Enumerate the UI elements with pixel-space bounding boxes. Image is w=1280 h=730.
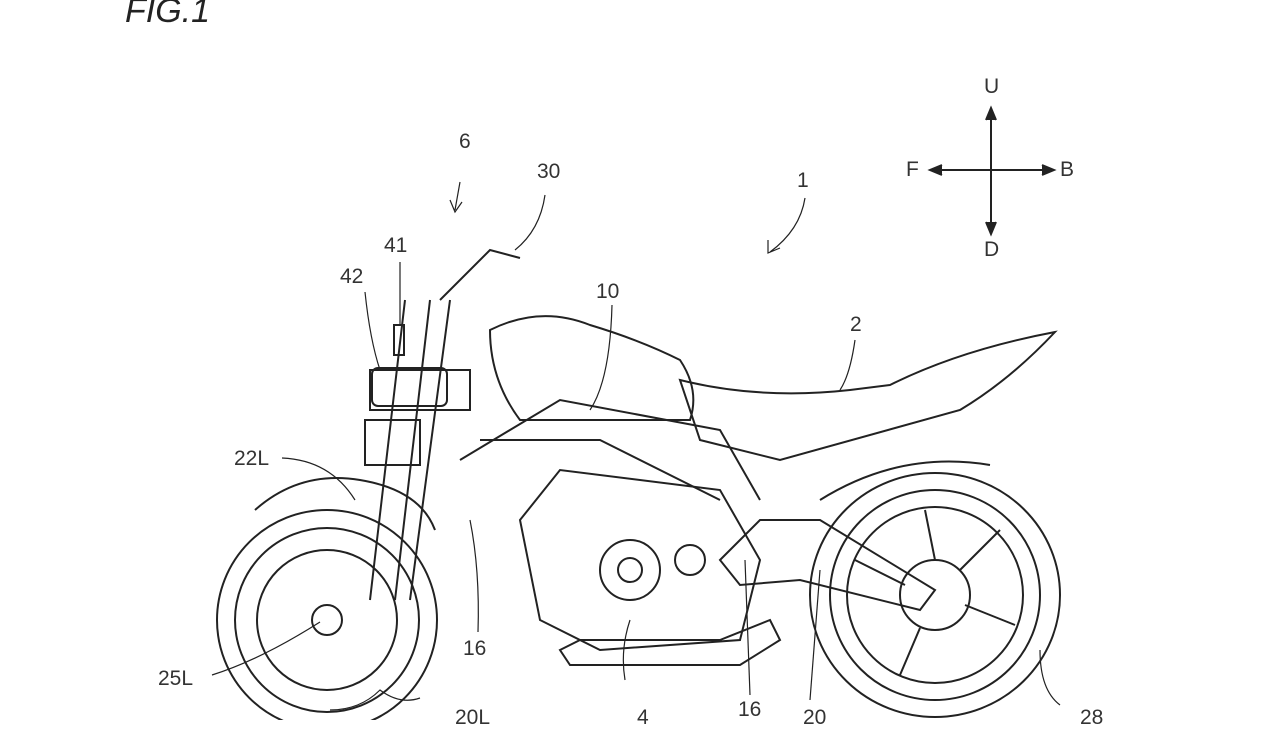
front-fork	[364, 299, 471, 601]
label-30: 30	[537, 160, 561, 183]
seat-tail	[678, 330, 1058, 462]
rear-wheel	[809, 472, 1061, 718]
front-wheel	[216, 509, 438, 720]
label-25L: 25L	[158, 667, 194, 690]
label-22L: 22L	[234, 447, 270, 470]
label-41: 41	[384, 234, 408, 257]
label-20L: 20L	[455, 706, 491, 729]
swingarm	[718, 519, 937, 612]
headlight	[371, 367, 448, 407]
label-16-b: 16	[738, 698, 762, 721]
frame	[459, 398, 761, 501]
direction-front-label: F	[906, 158, 919, 181]
label-42: 42	[340, 265, 364, 288]
label-20: 20	[803, 706, 827, 729]
front-fender	[254, 477, 436, 531]
engine	[518, 468, 782, 666]
rear-fender	[819, 460, 991, 501]
label-2: 2	[850, 313, 862, 336]
direction-back-label: B	[1060, 158, 1075, 181]
sensor-41	[393, 324, 405, 356]
direction-up-label: U	[984, 75, 1000, 98]
direction-indicator	[927, 105, 1057, 237]
label-4: 4	[637, 706, 649, 729]
figure-title: FIG.1	[125, 0, 211, 30]
label-16-a: 16	[463, 637, 487, 660]
direction-down-label: D	[984, 238, 1000, 261]
label-1: 1	[797, 169, 809, 192]
handlebar	[439, 248, 521, 301]
fuel-tank	[488, 315, 695, 421]
label-28: 28	[1080, 706, 1104, 729]
leader-lines	[211, 181, 1061, 711]
label-6: 6	[459, 130, 471, 153]
label-10: 10	[596, 280, 620, 303]
